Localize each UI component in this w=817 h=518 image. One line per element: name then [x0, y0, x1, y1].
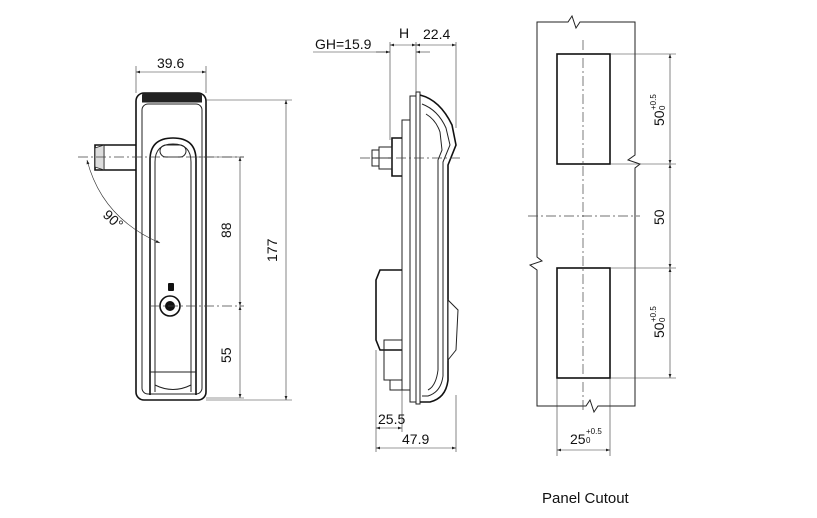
dim-h: H: [399, 25, 409, 41]
angle-90-label: 90°: [100, 206, 126, 232]
cutout-upper-tol-upper: +0.5: [649, 94, 658, 110]
cutout-spacing: 50: [651, 209, 667, 225]
cutout-lower: [556, 267, 611, 379]
panel-cutout-view: 50 +0.5 0 50 50 +0.5 0 25 +0.5 0 Panel C…: [528, 14, 676, 507]
cutout-upper-tol-lower: 0: [658, 105, 667, 110]
dim-55: 55: [218, 347, 234, 363]
cutout-lower-height: 50: [651, 322, 667, 338]
cutout-lower-tol-upper: +0.5: [649, 306, 658, 322]
side-handle-profile: [419, 94, 457, 403]
dim-22-4: 22.4: [423, 26, 450, 42]
cutout-lower-tol-lower: 0: [658, 317, 667, 322]
front-handle-lever: [149, 137, 197, 395]
side-nut: [391, 137, 402, 177]
side-plate: [401, 119, 411, 391]
dim-25-5: 25.5: [378, 411, 405, 427]
front-top-band: [142, 93, 202, 102]
dim-39-6: 39.6: [157, 55, 184, 71]
dim-47-9: 47.9: [402, 431, 429, 447]
dim-88: 88: [218, 222, 234, 238]
cutout-upper: [556, 53, 611, 165]
cutout-width-tol-lower: 0: [586, 436, 591, 445]
panel-outline: [528, 14, 642, 414]
panel-cutout-caption: Panel Cutout: [542, 490, 630, 507]
cutout-upper-height: 50: [651, 110, 667, 126]
cutout-width: 25: [570, 431, 586, 447]
side-lock-body: [375, 269, 402, 351]
front-view: 90° 39.6 177 88 55: [78, 55, 292, 401]
dim-177: 177: [264, 238, 280, 262]
cutout-width-tol-upper: +0.5: [586, 427, 602, 436]
side-view: GH=15.9 H 22.4 25.5 47.9: [313, 25, 460, 452]
dim-gh: GH=15.9: [315, 36, 372, 52]
